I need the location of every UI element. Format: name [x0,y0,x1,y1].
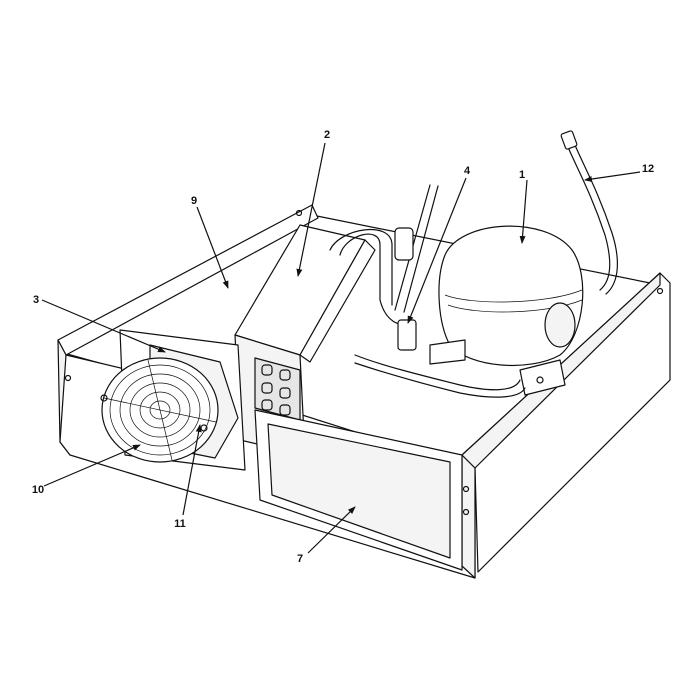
callout-12: 12 [584,163,654,182]
condenser-shroud [234,224,376,456]
callout-4: 4 [407,165,471,324]
callout-label-9: 9 [191,195,197,207]
compressor [429,225,584,396]
callout-3: 3 [33,294,166,353]
callout-label-3: 3 [33,294,39,306]
callout-11: 11 [174,424,202,530]
callout-9: 9 [191,195,229,289]
callout-10: 10 [32,444,141,496]
callout-2: 2 [296,129,330,277]
callout-1: 1 [519,169,528,244]
callout-label-7: 7 [297,553,303,565]
fan-guard [100,357,219,463]
refrigerant-tubing [329,130,618,398]
callout-7: 7 [297,506,356,565]
callout-label-1: 1 [519,169,525,181]
callout-label-12: 12 [642,163,654,175]
callout-label-4: 4 [464,165,471,177]
callout-label-2: 2 [324,129,330,141]
relay-box [544,302,576,348]
service-valve [397,319,417,351]
filter-drier [394,227,414,261]
fan-guard-clip-left [100,394,108,402]
callout-label-10: 10 [32,484,44,496]
electrical-box [254,409,463,571]
callout-label-11: 11 [174,518,186,530]
